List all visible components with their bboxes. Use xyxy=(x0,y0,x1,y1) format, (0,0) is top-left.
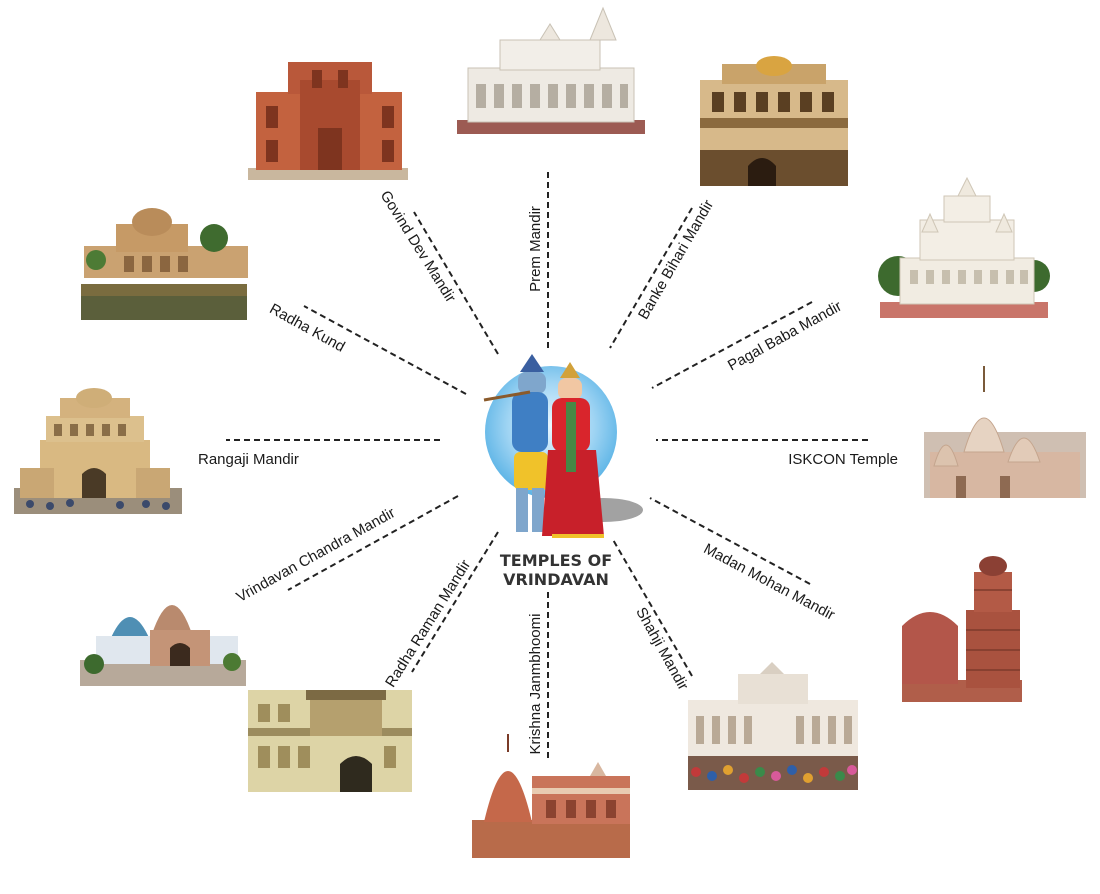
govind-dev-mandir-photo xyxy=(248,62,408,180)
radha-krishna-image xyxy=(483,354,643,538)
label-vrindavan-chandra-mandir: Vrindavan Chandra Mandir xyxy=(234,504,399,606)
label-krishna-janmbhoomi: Krishna Janmbhoomi xyxy=(527,614,544,755)
center-title-line1: TEMPLES OF xyxy=(500,551,612,570)
spoke-pagal xyxy=(651,301,813,389)
spoke-shahji xyxy=(611,537,693,677)
vrindavan-chandra-mandir-photo xyxy=(80,605,246,686)
center-title-line2: VRINDAVAN xyxy=(503,570,609,589)
label-shahji-mandir: Shahji Mandir xyxy=(632,605,691,693)
label-radha-raman-mandir: Radha Raman Mandir xyxy=(382,557,474,690)
spoke-chandra xyxy=(287,495,459,591)
prem-mandir-photo xyxy=(457,6,645,134)
label-pagal-baba-mandir: Pagal Baba Mandir xyxy=(725,298,845,375)
label-rangaji-mandir: Rangaji Mandir xyxy=(198,451,299,468)
spoke-govind xyxy=(413,211,499,355)
banke-bihari-mandir-photo xyxy=(700,56,848,186)
madan-mohan-mandir-photo xyxy=(902,556,1022,702)
rangaji-mandir-photo xyxy=(14,388,182,514)
label-banke-bihari-mandir: Banke Bihari Mandir xyxy=(635,197,717,322)
label-madan-mohan-mandir: Madan Mohan Mandir xyxy=(701,540,838,624)
spoke-madan xyxy=(649,497,811,585)
radha-kund-photo xyxy=(81,208,248,320)
pagal-baba-mandir-photo xyxy=(878,176,1050,318)
spoke-kund xyxy=(303,305,467,395)
shahji-mandir-photo xyxy=(688,662,858,790)
radha-raman-mandir-photo xyxy=(248,690,412,792)
iskcon-temple-photo xyxy=(924,366,1086,498)
label-prem-mandir: Prem Mandir xyxy=(527,206,544,292)
label-govind-dev-mandir: Govind Dev Mandir xyxy=(377,188,459,306)
krishna-janmbhoomi-photo xyxy=(472,734,630,858)
spoke-banke xyxy=(609,207,693,349)
spoke-raman xyxy=(411,531,499,673)
label-iskcon-temple: ISKCON Temple xyxy=(788,451,898,468)
